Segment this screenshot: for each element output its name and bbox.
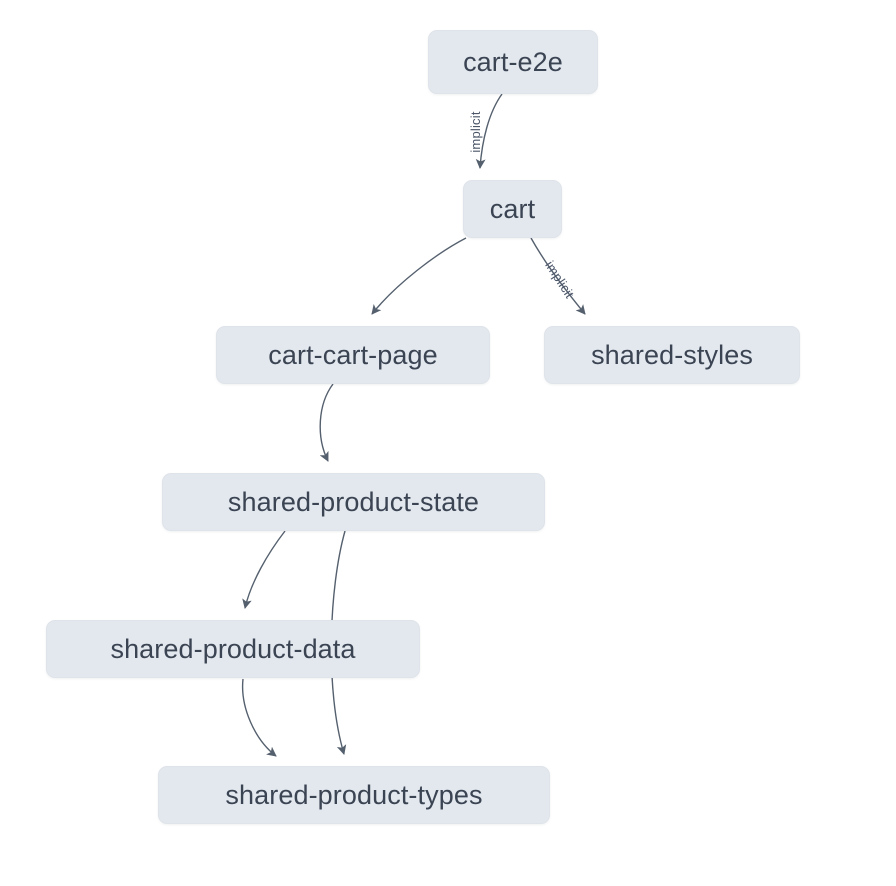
- edge-cart-cart-page-to-shared-product-state: [319, 383, 334, 462]
- node-shared-styles[interactable]: shared-styles: [544, 326, 800, 384]
- edge-path: [319, 383, 334, 462]
- node-cart-cart-page[interactable]: cart-cart-page: [216, 326, 490, 384]
- node-label: shared-product-data: [110, 633, 356, 664]
- node-label: cart-e2e: [463, 46, 563, 77]
- node-cart[interactable]: cart: [463, 180, 562, 238]
- node-shared-product-types[interactable]: shared-product-types: [158, 766, 550, 824]
- edge-path: [530, 237, 586, 315]
- node-shared-product-state[interactable]: shared-product-state: [162, 473, 545, 531]
- edge-cart-e2e-to-cart: implicit: [468, 93, 503, 169]
- edge-path: [241, 678, 277, 757]
- node-label: shared-product-types: [225, 779, 483, 810]
- edge-cart-to-cart-cart-page: [371, 237, 467, 315]
- edge-path: [475, 93, 503, 169]
- edge-cart-to-shared-styles: implicit: [530, 237, 586, 315]
- edge-label-implicit-1: implicit: [468, 111, 483, 153]
- edge-path: [242, 530, 286, 609]
- node-cart-e2e[interactable]: cart-e2e: [428, 30, 598, 94]
- node-shared-product-data[interactable]: shared-product-data: [46, 620, 420, 678]
- edge-shared-product-state-to-shared-product-data: [242, 530, 286, 609]
- edge-label-implicit-2: implicit: [542, 258, 577, 301]
- edge-path: [371, 237, 467, 315]
- node-label: shared-product-state: [227, 486, 480, 517]
- edge-shared-product-data-to-shared-product-types: [241, 678, 277, 757]
- node-label: cart-cart-page: [268, 339, 438, 370]
- node-label: cart: [489, 193, 536, 224]
- node-label: shared-styles: [591, 339, 753, 370]
